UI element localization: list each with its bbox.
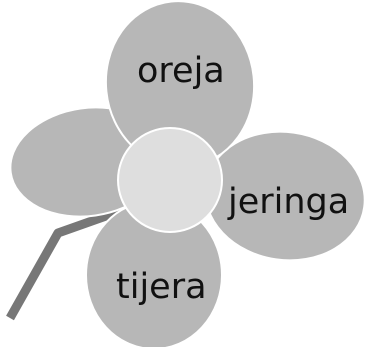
petal-label-bottom: tijera [116,267,207,307]
flower-center [118,128,222,232]
petal-label-right: jeringa [227,182,349,222]
petal-label-top: oreja [137,51,225,91]
